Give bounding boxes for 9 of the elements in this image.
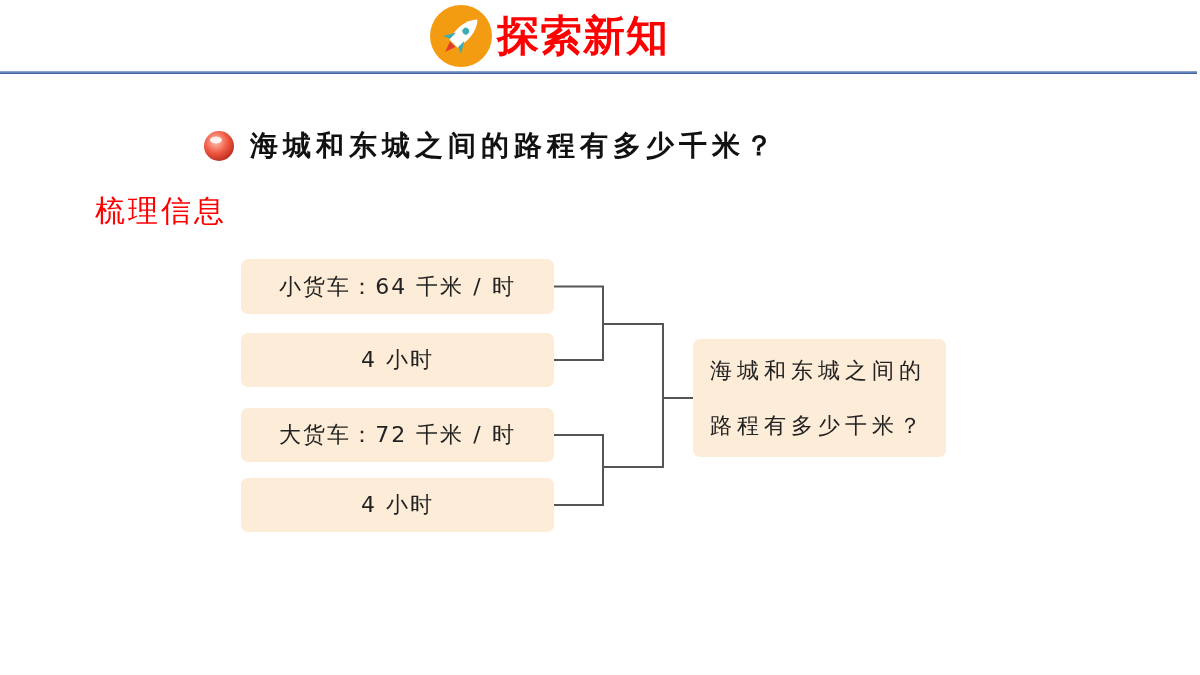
info-box: 4 小时 [241,478,554,532]
info-box: 4 小时 [241,333,554,387]
connector-line [553,397,694,506]
info-box: 大货车：72 千米 / 时 [241,408,554,462]
info-box: 小货车：64 千米 / 时 [241,259,554,314]
question-heading: 海城和东城之间的路程有多少千米？ [250,128,778,164]
section-heading: 梳理信息 [95,192,227,230]
title: 探索新知 [497,10,669,62]
question-box: 海城和东城之间的路程有多少千米？ [693,339,946,457]
